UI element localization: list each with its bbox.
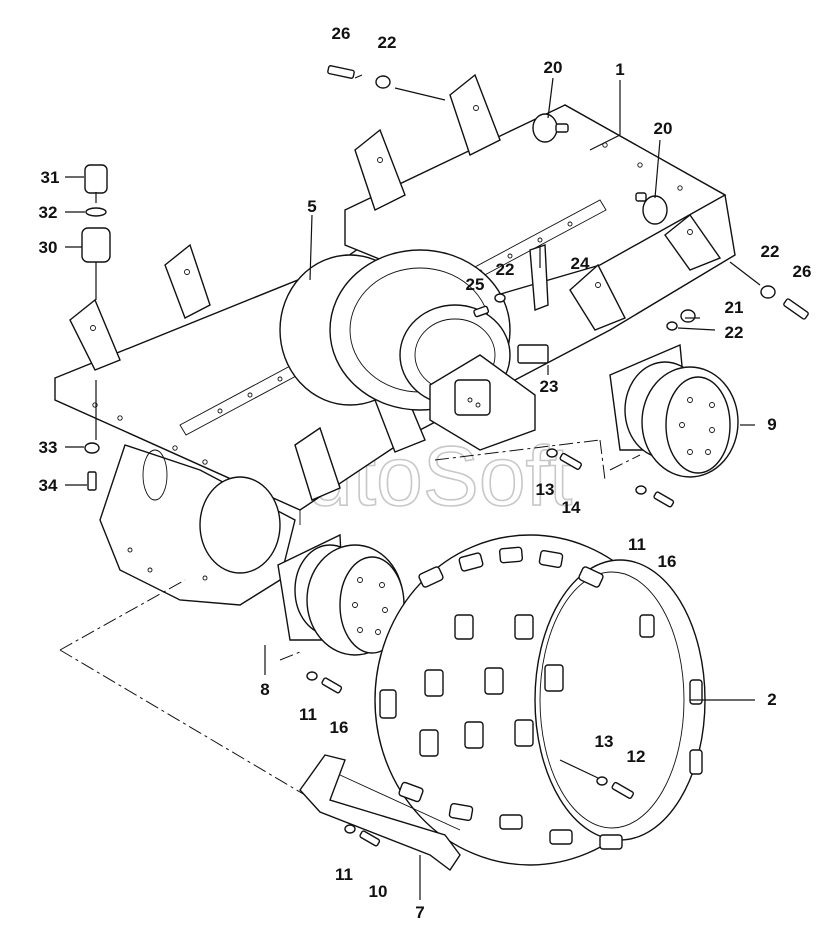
callout-16-right: 16 [658, 552, 677, 571]
hardware [81, 65, 809, 847]
callout-16-mid: 16 [330, 718, 349, 737]
left-leaders [65, 176, 87, 486]
callout-11-right: 11 [628, 535, 646, 554]
callout-25: 25 [466, 275, 485, 294]
callout-22-top: 22 [378, 33, 397, 52]
callout-24: 24 [571, 254, 590, 273]
callout-23: 23 [540, 377, 559, 396]
callout-13-upper: 13 [536, 480, 555, 499]
drive-motor-8 [277, 533, 405, 656]
callout-7: 7 [415, 903, 424, 922]
callout-30: 30 [39, 238, 58, 257]
leader-lines [59, 74, 761, 900]
callout-10: 10 [369, 882, 388, 901]
callout-20-left: 20 [544, 58, 563, 77]
callout-32: 32 [39, 203, 58, 222]
scraper-bar [299, 754, 461, 872]
padfoot-drum [374, 534, 706, 866]
callout-2: 2 [767, 690, 776, 709]
padfeet [379, 546, 703, 850]
callout-31: 31 [41, 168, 60, 187]
callout-21: 21 [725, 298, 744, 317]
callout-8: 8 [260, 680, 269, 699]
drive-motor-9 [609, 343, 739, 478]
drum-assembly [279, 249, 536, 451]
callout-14: 14 [562, 498, 581, 517]
callout-22-mid: 22 [496, 260, 515, 279]
callout-20-right: 20 [654, 119, 673, 138]
callout-9: 9 [767, 415, 776, 434]
callout-11-bottom: 11 [335, 865, 353, 884]
callout-1: 1 [615, 60, 624, 79]
callout-34: 34 [39, 476, 58, 495]
side-plate [99, 444, 296, 606]
callout-22-right: 22 [761, 242, 780, 261]
callout-22-lower: 22 [725, 323, 744, 342]
callout-labels: 1 2 5 7 8 9 10 11 11 11 12 13 13 14 16 1… [39, 24, 812, 922]
callout-11-mid: 11 [299, 705, 317, 724]
callout-12: 12 [627, 747, 646, 766]
callout-33: 33 [39, 438, 58, 457]
callout-13-lower: 13 [595, 732, 614, 751]
callout-26-top: 26 [332, 24, 351, 43]
callout-26-right: 26 [793, 262, 812, 281]
callout-5: 5 [307, 197, 316, 216]
